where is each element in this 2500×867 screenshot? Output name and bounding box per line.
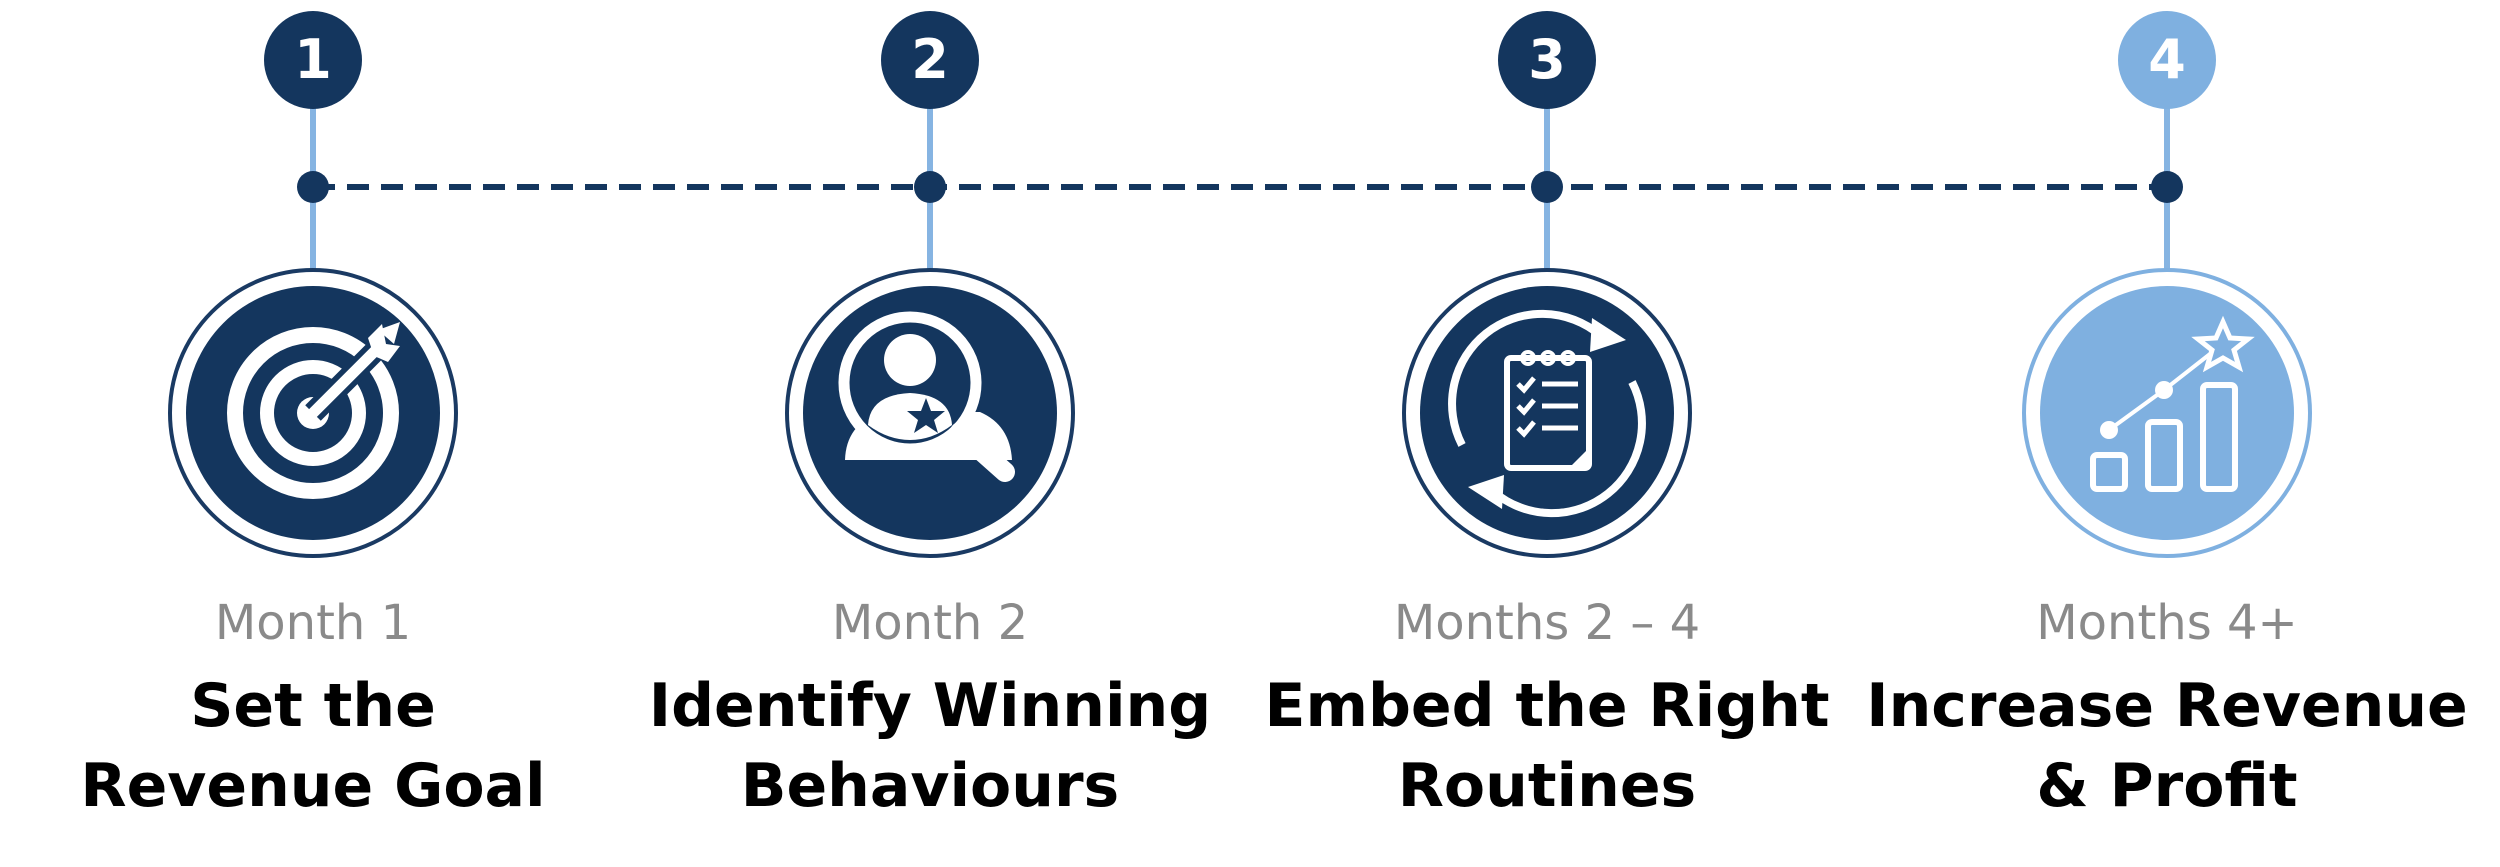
step-1-month: Month 1 xyxy=(214,595,412,651)
magnifier-person-icon xyxy=(838,311,1015,482)
step-2-month: Month 2 xyxy=(831,595,1029,651)
step-3-title: Embed the Right Routines xyxy=(1227,666,1867,826)
step-4-icon-circle xyxy=(2040,286,2294,540)
step-3-month: Months 2 – 4 xyxy=(1393,595,1701,651)
step-4-title-line-2: & Profit xyxy=(2036,751,2298,821)
growth-chart-icon xyxy=(2090,315,2255,492)
step-1-badge xyxy=(264,11,362,109)
step-2-title-line-1: Identify Winning xyxy=(648,671,1212,741)
step-4-month: Months 4+ xyxy=(2036,595,2298,651)
step-2-number: 2 xyxy=(911,28,949,91)
step-3: 3 xyxy=(1402,11,1692,558)
step-2: 2 xyxy=(785,11,1075,558)
step-1-title: Set the Revenue Goal xyxy=(0,666,633,826)
step-3-number: 3 xyxy=(1528,28,1566,91)
step-1-dot xyxy=(297,171,329,203)
step-4-number: 4 xyxy=(2148,28,2186,91)
step-3-badge xyxy=(1498,11,1596,109)
step-1-number: 1 xyxy=(294,28,332,91)
step-4: 4 xyxy=(2022,11,2312,558)
step-3-title-line-1: Embed the Right xyxy=(1264,671,1830,741)
step-2-dot xyxy=(914,171,946,203)
step-2-title-line-2: Behaviours xyxy=(740,751,1120,821)
step-3-title-line-2: Routines xyxy=(1397,751,1697,821)
step-1-title-line-1: Set the xyxy=(190,671,436,741)
step-3-dot xyxy=(1531,171,1563,203)
step-4-dot xyxy=(2151,171,2183,203)
target-arrow-icon xyxy=(227,322,400,499)
step-1-title-line-2: Revenue Goal xyxy=(80,751,546,821)
step-4-badge xyxy=(2118,11,2216,109)
checklist-cycle-icon xyxy=(1448,309,1646,518)
step-4-title-line-1: Increase Revenue xyxy=(1866,671,2468,741)
step-1: 1 xyxy=(168,11,458,558)
step-4-title: Increase Revenue & Profit xyxy=(1847,666,2487,826)
step-2-title: Identify Winning Behaviours xyxy=(610,666,1250,826)
step-2-badge xyxy=(881,11,979,109)
